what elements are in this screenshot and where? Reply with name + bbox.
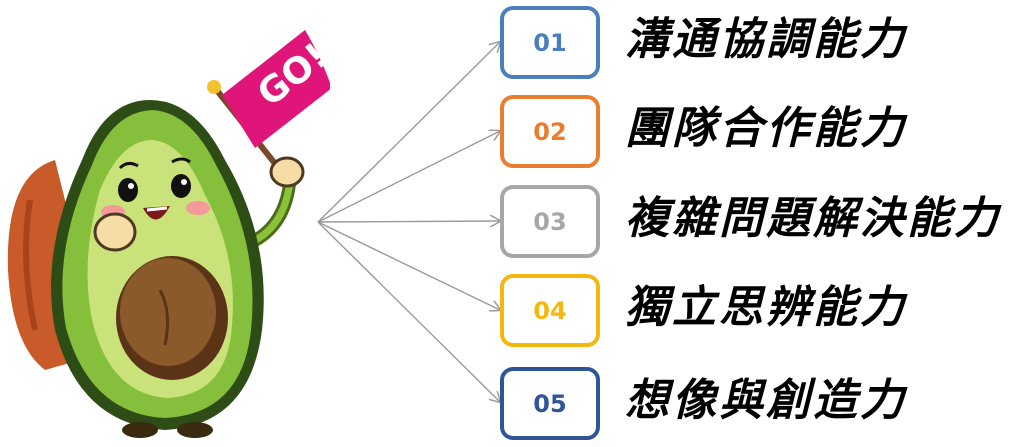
skill-number: 03 (533, 207, 567, 236)
arrow-5 (317, 221, 500, 402)
skill-label: 團隊合作能力 (625, 103, 907, 154)
skill-number-box: 04 (500, 274, 600, 347)
skill-number: 02 (533, 117, 567, 146)
skill-number-box: 02 (500, 95, 600, 168)
skill-number: 01 (533, 28, 567, 57)
arrow-3 (317, 221, 500, 222)
arrow-4 (317, 221, 500, 310)
skill-number: 04 (533, 296, 567, 325)
avocado-mascot: GO! (7, 30, 330, 438)
skill-number-box: 03 (500, 185, 600, 258)
skill-number-box: 05 (500, 367, 600, 440)
skill-label: 溝通協調能力 (625, 14, 907, 65)
skill-label: 複雜問題解決能力 (625, 193, 1001, 244)
arrow-1 (317, 42, 500, 223)
skill-number-box: 01 (500, 6, 600, 79)
skill-label: 獨立思辨能力 (625, 282, 907, 333)
arrow-2 (317, 131, 500, 223)
skill-label: 想像與創造力 (625, 375, 907, 426)
skill-number: 05 (533, 389, 567, 418)
